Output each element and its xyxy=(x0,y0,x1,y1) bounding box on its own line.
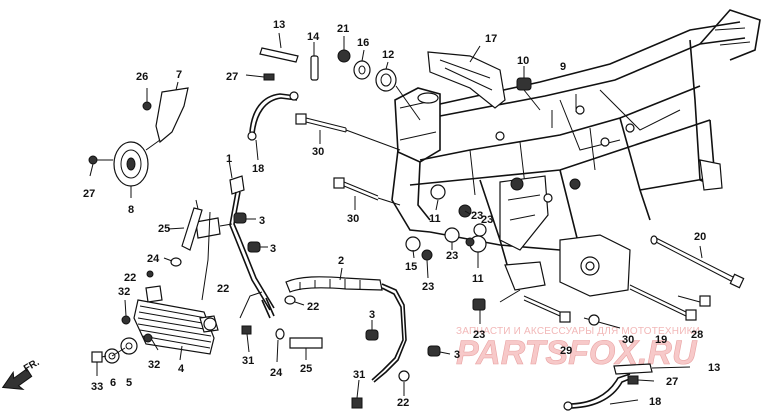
callout-13: 13 xyxy=(708,362,720,374)
frame-assembly xyxy=(391,9,761,297)
collars-group xyxy=(405,177,581,279)
clamp-parts xyxy=(233,212,268,253)
callout-16: 16 xyxy=(357,37,369,49)
oil-pipe-1 xyxy=(195,159,275,311)
front-direction-indicator: FR. xyxy=(1,357,42,390)
watermark: ЗАПЧАСТИ И АКСЕССУАРЫ ДЛЯ МОТОТЕХНИКИ PA… xyxy=(456,326,700,372)
callout-27: 27 xyxy=(83,188,95,200)
callout-17: 17 xyxy=(485,33,497,45)
callout-26: 26 xyxy=(136,71,148,83)
callout-10: 10 xyxy=(517,55,529,67)
callout-5: 5 xyxy=(126,377,132,389)
callout-labels: 13 14 21 16 12 17 10 9 26 7 27 18 30 27 … xyxy=(83,19,720,409)
bracket-17 xyxy=(427,45,506,109)
callout-23: 23 xyxy=(473,329,485,341)
callout-31: 31 xyxy=(242,355,254,367)
callout-31: 31 xyxy=(353,369,365,381)
grommet-10 xyxy=(516,66,541,111)
direction-label: FR. xyxy=(22,357,42,375)
callout-12: 12 xyxy=(382,49,394,61)
oil-cooler-assembly xyxy=(133,285,219,361)
left-lower-parts xyxy=(91,270,159,376)
callout-14: 14 xyxy=(307,31,320,43)
watermark-caption: ЗАПЧАСТИ И АКСЕССУАРЫ ДЛЯ МОТОТЕХНИКИ xyxy=(456,326,700,337)
callout-32: 32 xyxy=(118,286,130,298)
callout-18: 18 xyxy=(649,396,661,408)
bracket-18-bottom xyxy=(563,363,691,411)
callout-13: 13 xyxy=(273,19,285,31)
callout-6: 6 xyxy=(110,377,116,389)
watermark-logo: PARTSFOX.RU xyxy=(456,334,698,372)
callout-15: 15 xyxy=(405,261,417,273)
callout-11: 11 xyxy=(429,213,441,225)
callout-3: 3 xyxy=(270,243,276,255)
callout-22: 22 xyxy=(307,301,319,313)
callout-7: 7 xyxy=(176,69,182,81)
bracket-18-top xyxy=(245,73,299,161)
callout-25: 25 xyxy=(158,223,170,235)
callout-18: 18 xyxy=(252,163,264,175)
callout-2: 2 xyxy=(338,255,344,267)
callout-20: 20 xyxy=(694,231,706,243)
callout-3: 3 xyxy=(259,215,265,227)
lower-bolts xyxy=(472,235,745,329)
callout-3: 3 xyxy=(454,349,460,361)
callout-23: 23 xyxy=(446,250,458,262)
callout-9: 9 xyxy=(560,61,566,73)
callout-23: 23 xyxy=(481,214,493,226)
callout-22: 22 xyxy=(397,397,409,409)
callout-25: 25 xyxy=(300,363,312,375)
callout-19: 19 xyxy=(655,334,667,346)
oil-pipe-2 xyxy=(239,267,407,383)
bolt-30-mid xyxy=(333,177,401,210)
callout-24: 24 xyxy=(270,367,283,379)
callout-1: 1 xyxy=(226,153,232,165)
horn-assembly xyxy=(88,81,189,198)
callout-32: 32 xyxy=(148,359,160,371)
callout-28: 28 xyxy=(691,329,703,341)
hose-25-bottom xyxy=(275,328,323,363)
callout-8: 8 xyxy=(128,204,134,216)
callout-4: 4 xyxy=(178,363,185,375)
hose-25-left xyxy=(163,199,203,267)
callout-21: 21 xyxy=(337,23,349,35)
callout-3: 3 xyxy=(369,309,375,321)
callout-30: 30 xyxy=(622,334,634,346)
callout-11: 11 xyxy=(472,273,484,285)
callout-30: 30 xyxy=(347,213,359,225)
bolt-30-top xyxy=(295,113,401,151)
callout-22: 22 xyxy=(124,272,136,284)
top-small-parts xyxy=(259,32,421,121)
callout-22: 22 xyxy=(217,283,229,295)
callout-30: 30 xyxy=(312,146,324,158)
callout-33: 33 xyxy=(91,381,103,393)
callout-23: 23 xyxy=(422,281,434,293)
callout-24: 24 xyxy=(147,253,160,265)
callout-29: 29 xyxy=(560,345,572,357)
callout-23: 23 xyxy=(471,210,483,222)
callout-27: 27 xyxy=(666,376,678,388)
lower-small-parts xyxy=(241,320,451,409)
callout-27: 27 xyxy=(226,71,238,83)
